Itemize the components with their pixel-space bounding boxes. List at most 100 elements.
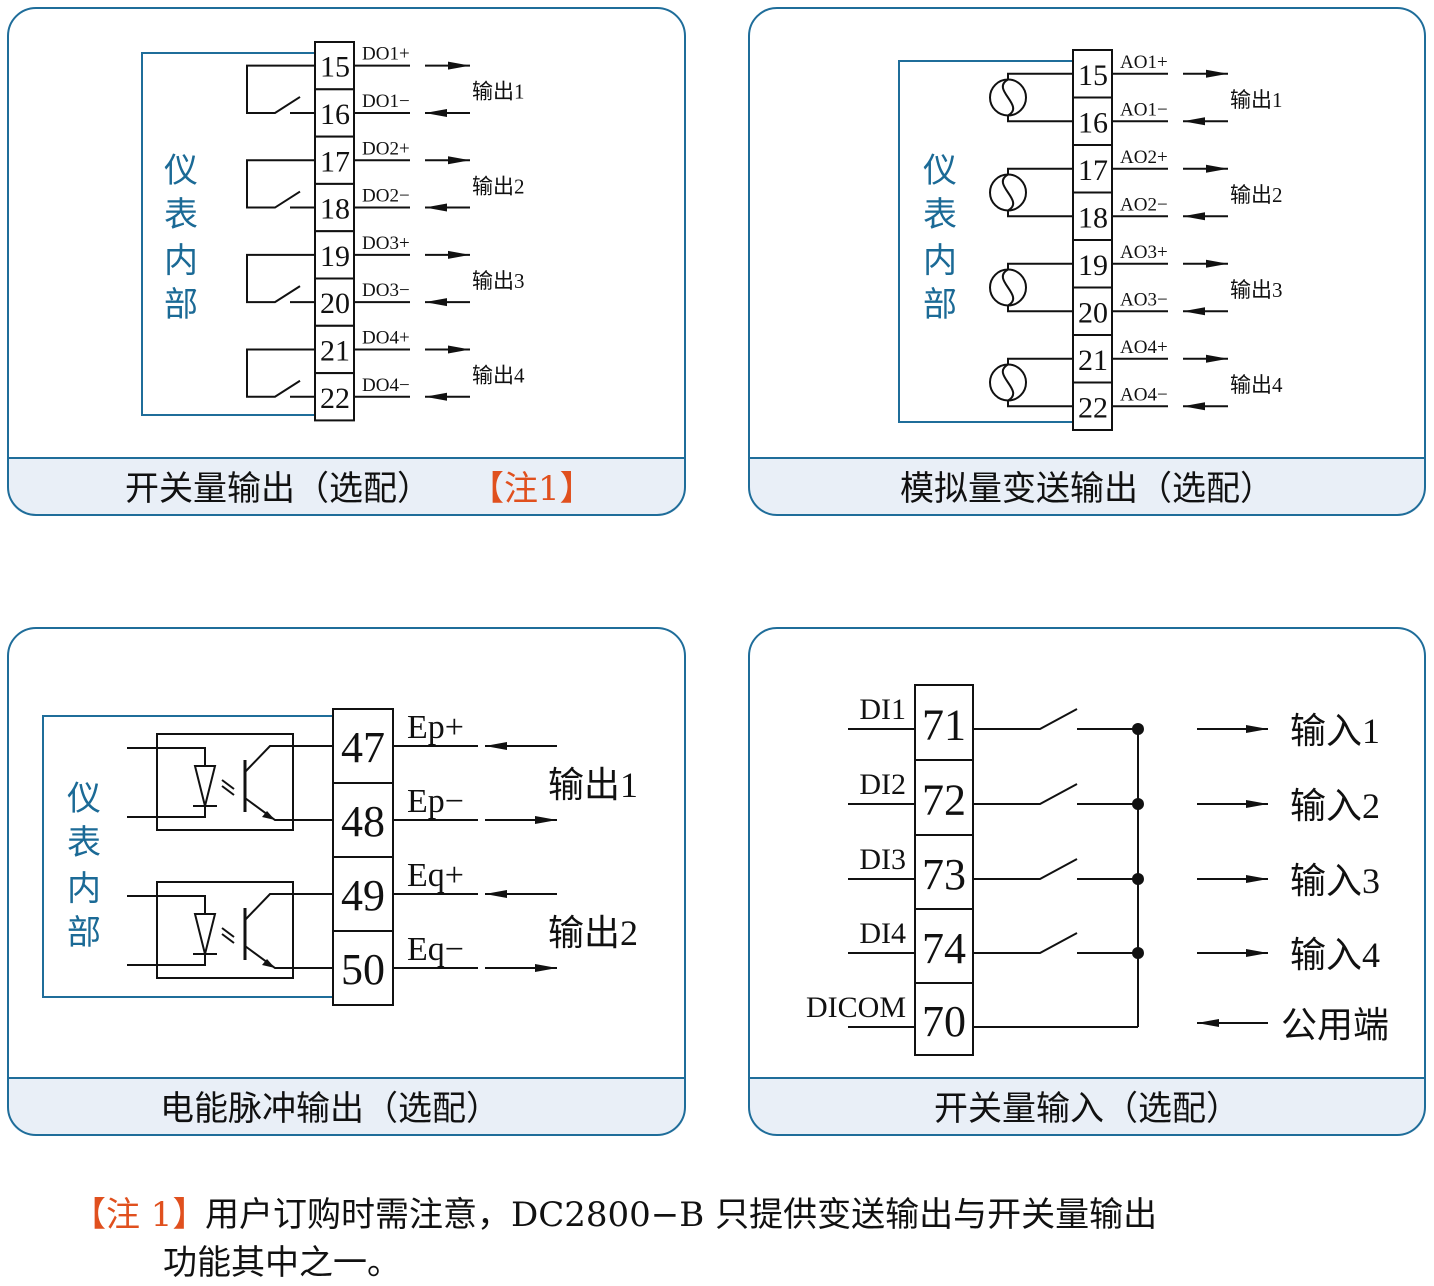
source-wire [1007,210,1073,218]
emitter-arrow [262,811,275,820]
signal-label: AO1+ [1120,52,1168,73]
output-label: 输出2 [472,174,525,198]
terminal-number: 20 [320,287,350,320]
signal-label: AO4+ [1120,337,1168,358]
inner-label-char: 内 [164,241,198,281]
inner-label-char: 表 [67,823,101,863]
terminal-block [1072,144,1113,194]
signal-label: DO2− [362,186,410,207]
relay-contact [246,348,315,398]
input-arrow-head [1246,949,1268,957]
output-arrow-head [1206,354,1228,363]
current-source-icon [1001,363,1015,402]
signal-label: DI1 [859,693,906,726]
terminal-number: 73 [922,850,966,899]
terminal-number: 20 [1078,296,1108,329]
terminal-block [314,372,355,422]
input-label: 输入4 [1290,935,1380,975]
terminal-number: 47 [341,723,385,772]
signal-label: DO4− [362,375,410,396]
diode-icon [193,765,217,807]
instrument-boundary [898,60,1073,423]
inner-label-char: 部 [164,285,198,325]
input-arrow-head [1246,800,1268,808]
output-label: 输出1 [1230,88,1283,112]
input-arrow-head [485,742,507,750]
caption-note: 【注1】 [470,469,594,509]
source-wire [1007,400,1073,408]
terminal-number: 16 [1078,106,1108,139]
terminal-number: 49 [341,871,385,920]
panel-border [748,7,1426,516]
terminal-number: 17 [1078,154,1108,187]
signal-label: DO4+ [362,327,410,348]
source-wire [1007,167,1073,175]
output-label: 输出4 [472,363,525,387]
input-arrow-head [1246,875,1268,883]
relay-switch [246,348,315,398]
collector-wire [244,893,333,921]
signal-label: AO3+ [1120,242,1168,263]
optocoupler-box [156,733,294,831]
terminal-number: 71 [922,701,966,750]
current-source-icon [1001,78,1015,117]
terminal-number: 21 [1078,344,1108,377]
footnote: 【注 1】用户订购时需注意，DC2800−B 只提供变送输出与开关量输出功能其中… [72,1195,1157,1283]
current-source-icon [1001,173,1015,212]
signal-label: DI3 [859,843,906,876]
terminal-block [914,834,974,910]
terminal-block [914,908,974,984]
caption-band [749,1078,1425,1135]
signal-label: DO1− [362,91,410,112]
panel-border [7,7,686,516]
terminal-number: 16 [320,98,350,131]
input-arrow-head [425,108,447,117]
caption: 开关量输出（选配） [125,469,431,509]
emitter-wire [244,945,333,969]
signal-label: Ep− [407,783,464,820]
caption-band [749,458,1425,515]
output-label: 输出2 [548,913,638,953]
output-arrow-head [448,250,470,259]
terminal-number: 48 [341,797,385,846]
current-source-icon [1001,268,1015,307]
output-label: 输出1 [472,80,525,104]
output-label: 输出3 [472,269,525,293]
output-label: 输出4 [1230,373,1283,397]
light-ray [221,785,235,796]
source-wire [1007,115,1073,123]
caption: 模拟量变送输出（选配） [900,469,1274,509]
note-tag: 【注 1】 [72,1195,206,1235]
input-label: 输入1 [1290,711,1380,751]
collector-wire [244,745,333,773]
terminal-number: 22 [320,382,350,415]
relay-contact [246,64,315,114]
source-wire [1007,72,1073,80]
inner-label-char: 部 [923,285,957,325]
caption: 开关量输入（选配） [934,1089,1240,1129]
inner-label-char: 仪 [164,151,198,191]
optocoupler-box [156,881,294,979]
light-ray [221,927,235,938]
signal-label: DI4 [859,917,906,950]
panel-border [748,627,1426,1136]
signal-label: AO2+ [1120,147,1168,168]
emitter-wire [244,797,333,821]
signal-label: AO1− [1120,99,1168,120]
source-wire [1007,357,1073,365]
terminal-number: 22 [1078,391,1108,424]
terminal-number: 19 [320,240,350,273]
output-arrow-head [535,816,557,824]
terminal-number: 50 [341,945,385,994]
signal-label: DO1+ [362,44,410,65]
signal-label: DO2+ [362,138,410,159]
input-label: 输入2 [1290,786,1380,826]
terminal-block [914,759,974,836]
signal-label: Eq− [407,931,464,968]
output-arrow-head [1206,259,1228,268]
relay-contact [246,159,315,209]
input-arrow-head [425,298,447,307]
source-wire [1007,262,1073,270]
source-wire [1007,305,1073,313]
